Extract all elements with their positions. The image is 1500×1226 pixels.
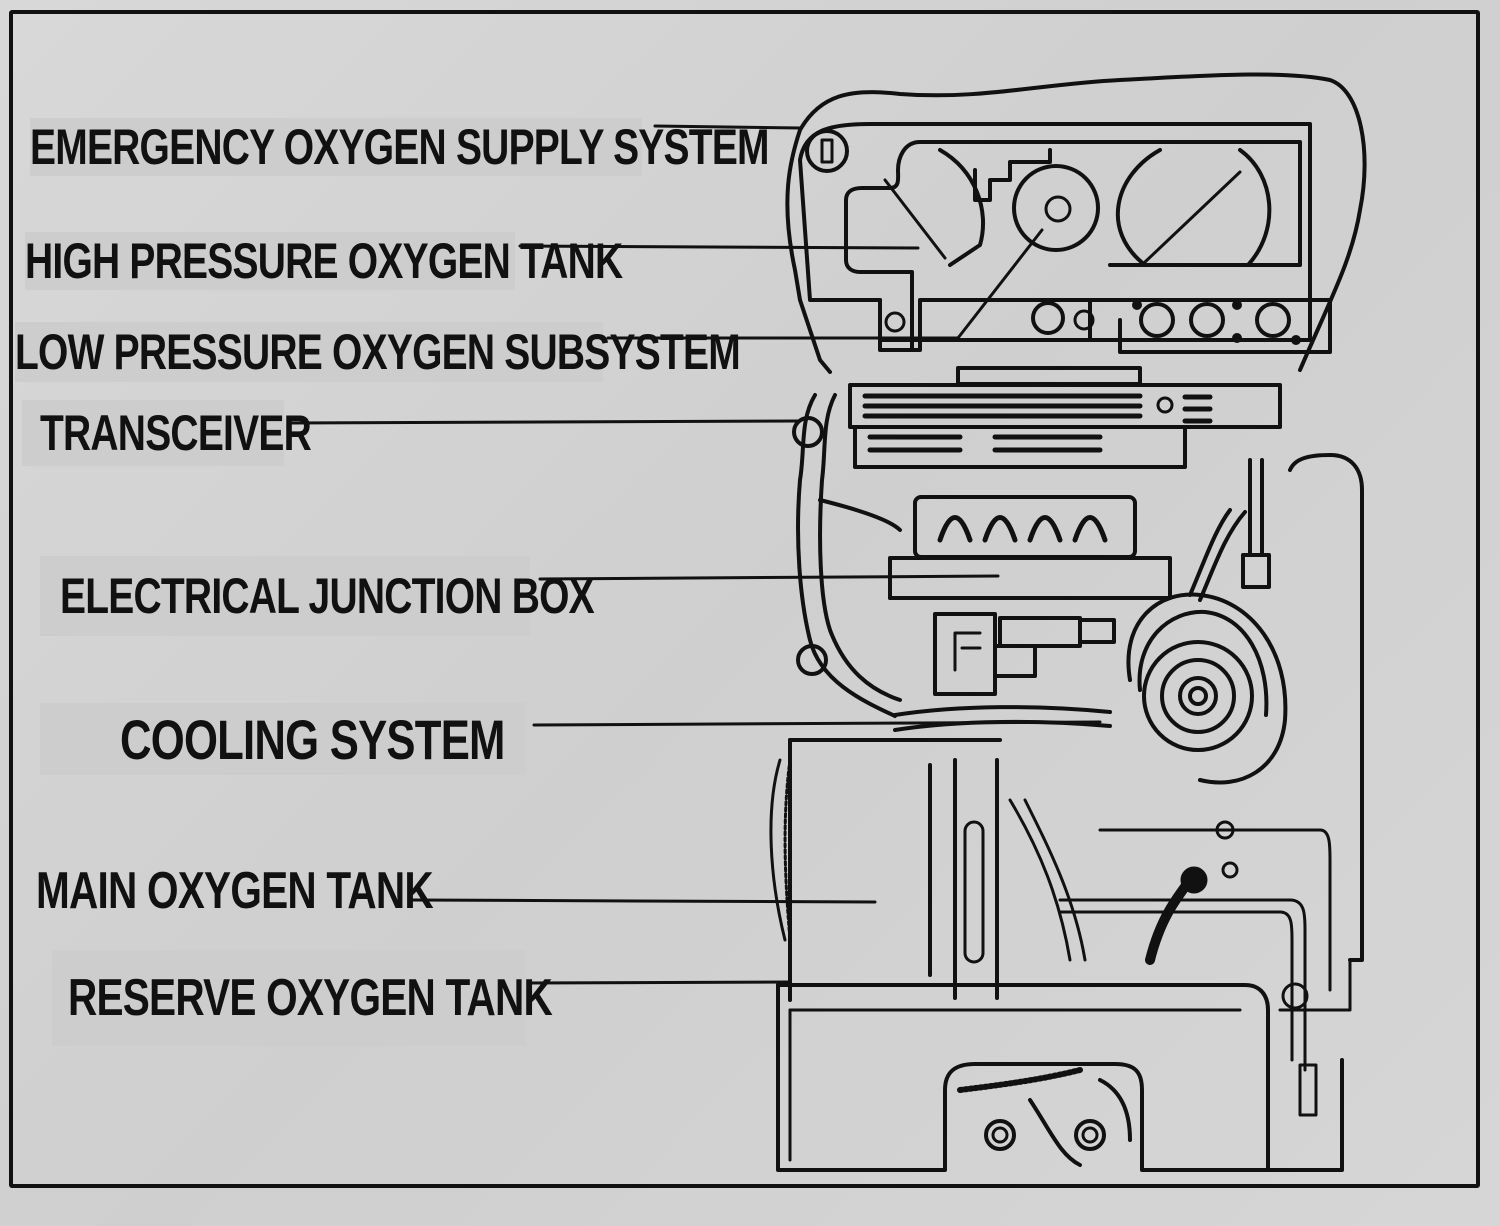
label-main-oxygen-tank: MAIN OXYGEN TANK bbox=[36, 862, 434, 920]
cooling-pump-art bbox=[893, 458, 1288, 785]
lower-top-panel bbox=[878, 298, 1332, 354]
leader-lines bbox=[288, 124, 1102, 985]
leader-transceiver bbox=[288, 419, 802, 425]
electrical-junction-box-art bbox=[888, 495, 1172, 600]
leader-high-pressure-tank bbox=[518, 244, 920, 250]
leader-junction-box bbox=[538, 574, 1000, 581]
label-electrical-junction-box: ELECTRICAL JUNCTION BOX bbox=[40, 556, 595, 636]
label-transceiver: TRANSCEIVER bbox=[22, 400, 312, 466]
side-cylinder bbox=[1288, 453, 1364, 962]
label-high-pressure-oxygen-tank: HIGH PRESSURE OXYGEN TANK bbox=[25, 232, 623, 290]
label-emergency-oxygen-supply-system: EMERGENCY OXYGEN SUPPLY SYSTEM bbox=[30, 118, 770, 176]
plumbing-art bbox=[1008, 798, 1352, 1072]
top-cover-outline bbox=[785, 72, 1367, 374]
label-cooling-system: COOLING SYSTEM bbox=[40, 703, 526, 775]
leader-main-oxygen-tank bbox=[411, 898, 877, 904]
main-oxygen-tank-art bbox=[769, 738, 1002, 1002]
leader-reserve-oxygen-tank bbox=[526, 980, 792, 985]
reserve-oxygen-tank-art bbox=[776, 983, 1344, 1172]
high-pressure-oxygen-tank-art bbox=[883, 148, 1272, 267]
emergency-oxygen-housing bbox=[798, 122, 1312, 352]
label-reserve-oxygen-tank: RESERVE OXYGEN TANK bbox=[52, 950, 553, 1046]
diagram-frame bbox=[9, 10, 1480, 1188]
transceiver-art bbox=[848, 366, 1282, 469]
cooling-hose-left bbox=[792, 393, 902, 718]
label-low-pressure-oxygen-subsystem: LOW PRESSURE OXYGEN SUBSYSTEM bbox=[15, 322, 741, 382]
leader-emergency-oxygen bbox=[653, 124, 802, 130]
